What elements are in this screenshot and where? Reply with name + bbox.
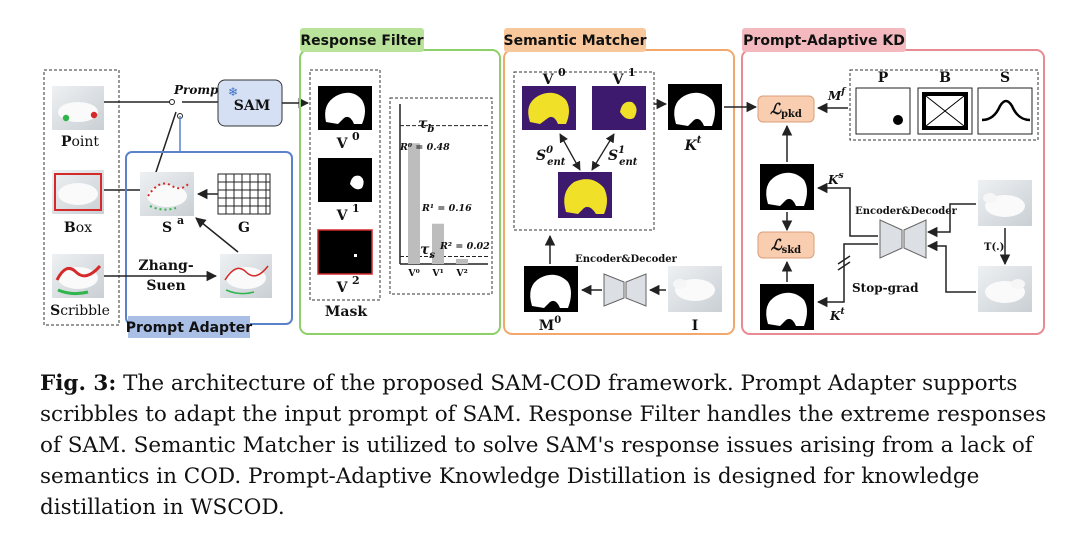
point-prompt-image <box>52 86 104 130</box>
figure-caption: Fig. 3: The architecture of the proposed… <box>40 368 1050 523</box>
suen-label: Suen <box>146 278 185 294</box>
semantic-matcher-title: Semantic Matcher <box>504 33 647 49</box>
semantic-v1-map <box>592 86 646 130</box>
caption-text: The architecture of the proposed SAM-COD… <box>40 371 1047 520</box>
mask-v2 <box>317 229 373 275</box>
prompt-adapter-header <box>128 316 250 338</box>
semantic-v0-label: V <box>542 72 555 88</box>
kt-label: Kt <box>684 135 702 154</box>
tau-b-label: τb <box>418 116 434 135</box>
kd-encoder-decoder-block <box>879 219 927 259</box>
response-chart <box>399 104 488 265</box>
sm-encoder-decoder-label: Encoder&Decoder <box>575 254 677 265</box>
r0-label: R⁰ = 0.48 <box>399 142 450 153</box>
v1-sup: 1 <box>352 202 360 215</box>
prompt-label: Prompt <box>173 83 224 97</box>
box-prompt-image <box>52 170 104 214</box>
kd-kt-label: Kt <box>829 307 845 323</box>
axis-v1-label: V¹ <box>431 268 444 279</box>
kd-title: Prompt-Adaptive KD <box>743 33 905 49</box>
response-filter-header <box>300 28 424 52</box>
semantic-matcher-header <box>504 28 646 52</box>
r1-label: R¹ = 0.16 <box>421 203 472 214</box>
kd-input-image-top <box>978 180 1032 226</box>
l-skd-label: ℒskd <box>771 236 801 256</box>
prompt-switch-node-top <box>169 99 175 105</box>
r2-label: R² = 0.02 <box>439 241 490 252</box>
semantic-v0-sup: 0 <box>558 66 566 79</box>
m0-label: M0 <box>539 315 562 334</box>
point-label: Point <box>61 134 99 150</box>
g-label: G <box>238 220 250 236</box>
response-filter-title: Response Filter <box>300 33 423 49</box>
input-image-i <box>668 266 722 312</box>
semantic-v1-sup: 1 <box>628 66 636 79</box>
s-map <box>977 87 1033 135</box>
response-bar-0 <box>408 143 420 264</box>
point-dot-icon <box>893 115 903 125</box>
prompt-adapter-title: Prompt Adapter <box>126 320 252 336</box>
caption-label: Fig. 3: <box>40 371 117 396</box>
skeleton-image <box>220 254 272 298</box>
semantic-v1-label: V <box>612 72 625 88</box>
v0-sup: 0 <box>352 130 360 143</box>
sa-image <box>140 172 194 216</box>
semantic-matcher-inner-frame <box>513 71 655 231</box>
zhang-label: Zhang- <box>138 258 193 274</box>
v0-label: V <box>336 136 349 152</box>
v2-sup: 2 <box>352 274 360 287</box>
tau-s-label: τs <box>420 242 435 261</box>
response-chart-frame <box>389 97 493 295</box>
axis-v0-label: V⁰ <box>407 268 420 279</box>
kd-input-image-bottom <box>978 266 1032 312</box>
mask-label: Mask <box>325 304 367 320</box>
sam-label: SAM <box>234 98 270 114</box>
kd-encoder-decoder-label: Encoder&Decoder <box>855 206 957 217</box>
l-pkd-box <box>757 95 815 123</box>
mask-column-frame <box>309 69 381 301</box>
input-column-frame <box>43 69 120 326</box>
p-map <box>855 87 911 135</box>
v1-label: V <box>336 208 349 224</box>
response-bar-1 <box>432 223 444 264</box>
mask-v1 <box>318 158 372 202</box>
snowflake-icon: ❄ <box>228 85 238 99</box>
i-label: I <box>692 318 699 334</box>
p-label: P <box>878 70 889 86</box>
sa-sup: a <box>177 214 184 227</box>
encoder-decoder-block <box>603 273 647 307</box>
l-pkd-label: ℒpkd <box>770 100 802 120</box>
box-label: Box <box>64 220 92 236</box>
v2-label: V <box>336 280 349 296</box>
s-label: S <box>1000 70 1010 86</box>
axis-v2-label: V² <box>455 268 468 279</box>
sa-label: S <box>162 220 172 236</box>
scribble-prompt-image <box>52 254 104 298</box>
response-bar-2 <box>456 258 468 264</box>
ks-label: Ks <box>827 171 844 187</box>
prompt-type-frame <box>849 69 1039 141</box>
mf-label: Mf <box>827 87 847 103</box>
stop-grad-label: Stop-grad <box>852 281 919 295</box>
t-label: T(.) <box>984 242 1004 253</box>
grid-g <box>217 173 271 215</box>
kd-header <box>742 28 906 52</box>
architecture-diagram: Point Box Scribble Prompt ❄ SAM Prompt A… <box>43 28 1045 338</box>
b-label: B <box>939 70 951 86</box>
l-skd-box <box>757 231 815 259</box>
scribble-label: Scribble <box>50 303 110 319</box>
